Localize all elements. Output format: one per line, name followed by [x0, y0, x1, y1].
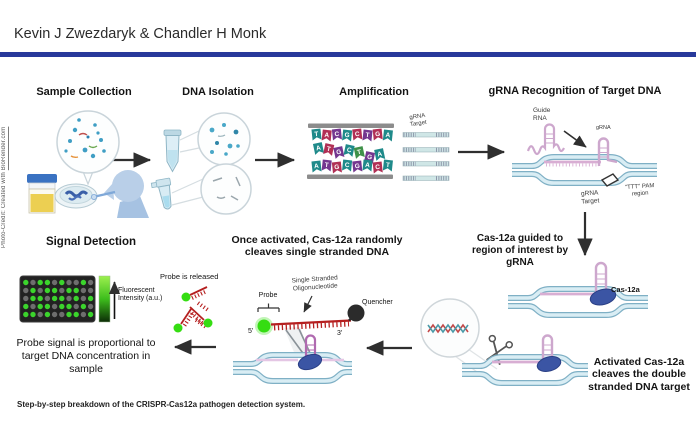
svg-text:T: T — [326, 146, 331, 154]
svg-text:G: G — [344, 132, 350, 139]
svg-text:T: T — [357, 149, 362, 157]
step-title-cas12a-guided: Cas-12a guided to region of interest by … — [471, 233, 569, 268]
dna-isolation-illustration — [150, 112, 252, 215]
label-grna: gRNA — [596, 125, 611, 131]
svg-text:A: A — [365, 162, 371, 169]
svg-text:T: T — [386, 162, 391, 169]
step-title-collateral-cleavage: Once activated, Cas-12a randomly cleaves… — [231, 234, 403, 259]
svg-text:T: T — [365, 132, 370, 139]
svg-text:C: C — [375, 164, 381, 171]
figure-caption: Step-by-step breakdown of the CRISPR-Cas… — [17, 400, 306, 409]
activated-cleavage-illustration — [420, 298, 588, 386]
svg-text:A: A — [377, 151, 383, 159]
step-title-grna-recognition: gRNA Recognition of Target DNA — [488, 85, 662, 97]
svg-text:A: A — [315, 145, 321, 153]
nucleotide-rack-bottom — [307, 174, 393, 179]
cas12a-protein-icon — [589, 288, 617, 306]
svg-text:G: G — [334, 164, 340, 171]
cleaved-dna-bubble — [233, 352, 352, 384]
petri-dish-icon — [54, 183, 98, 209]
conclusion-text: Probe signal is proportional to target D… — [16, 337, 156, 376]
cas12a-protein-icon — [297, 353, 323, 371]
label-three-prime: 3' — [337, 330, 343, 337]
step-title-amplification: Amplification — [339, 86, 409, 98]
svg-text:G: G — [354, 163, 360, 170]
svg-text:G: G — [336, 149, 342, 157]
microbe-magnifier-icon — [56, 110, 120, 174]
svg-text:C: C — [355, 131, 361, 138]
target-dna-bubble — [508, 286, 648, 318]
svg-text:G: G — [366, 154, 372, 162]
amplicon-strands — [402, 132, 450, 181]
svg-text:T: T — [324, 162, 329, 169]
svg-text:A: A — [324, 132, 330, 139]
microplate-icon — [19, 275, 96, 323]
label-quencher: Quencher — [362, 299, 393, 306]
grna-hairpin-icon — [541, 334, 554, 364]
patient-swab-icon — [91, 170, 149, 218]
target-dna-bubble — [512, 154, 657, 186]
svg-text:A: A — [385, 132, 391, 139]
step-title-signal-detection: Signal Detection — [45, 236, 137, 248]
svg-text:T: T — [314, 131, 319, 138]
grna-recognition-illustration — [512, 123, 657, 187]
specimen-cup-icon — [27, 174, 57, 214]
step-title-dna-isolation: DNA Isolation — [182, 86, 254, 98]
svg-text:C: C — [334, 131, 340, 138]
released-probes-icon — [173, 286, 213, 333]
arrow-guide-rna-loading — [563, 130, 587, 148]
label-guide-rna: Guide RNA — [533, 107, 551, 122]
probe-bracket — [257, 303, 280, 312]
label-fluorescent-intensity: Fluorescent Intensity (a.u.) — [118, 287, 163, 303]
cas12a-guided-illustration — [508, 261, 648, 318]
reporter-probe-icon — [255, 304, 365, 335]
label-probe: Probe — [258, 292, 278, 299]
svg-text:C: C — [344, 162, 350, 169]
cas12a-protein-icon — [536, 356, 562, 372]
label-five-prime: 5' — [248, 328, 254, 335]
signal-detection-illustration — [19, 275, 213, 333]
svg-text:A: A — [314, 163, 320, 170]
author-names: Kevin J Zwezdaryk & Chandler H Monk — [14, 26, 267, 42]
nucleotide-rack-top — [308, 123, 394, 128]
grna-hairpin-icon — [597, 137, 618, 166]
guide-rna-icon — [526, 123, 565, 156]
cleavage-cone — [284, 327, 310, 357]
pam-site-icon — [600, 173, 620, 187]
label-probe-is-released: Probe is released — [160, 272, 219, 281]
fluorescence-scale-bar — [98, 275, 111, 323]
arrow-oligo-pointer — [303, 295, 313, 313]
falcon-tube-icon — [163, 129, 182, 173]
svg-text:G: G — [375, 131, 381, 138]
label-cas12a: Cas-12a — [611, 285, 640, 294]
svg-text:C: C — [346, 147, 352, 155]
collateral-cleavage-illustration — [233, 295, 365, 384]
microtube-icon — [150, 177, 172, 210]
step-title-activated-cleavage: Activated Cas-12a cleaves the double str… — [588, 356, 690, 393]
label-grna-target-recognition: gRNA Target — [580, 189, 600, 206]
header-divider — [0, 52, 696, 57]
cleaved-dna-bubble — [462, 354, 588, 386]
sample-collection-illustration — [27, 110, 149, 218]
step-title-sample-collection: Sample Collection — [36, 86, 132, 98]
grna-hairpin-icon — [594, 261, 608, 296]
microplate-wells — [23, 279, 94, 318]
quencher-icon — [347, 304, 365, 322]
dna-magnifier-icon — [200, 163, 252, 215]
cells-magnifier-icon — [197, 112, 251, 166]
